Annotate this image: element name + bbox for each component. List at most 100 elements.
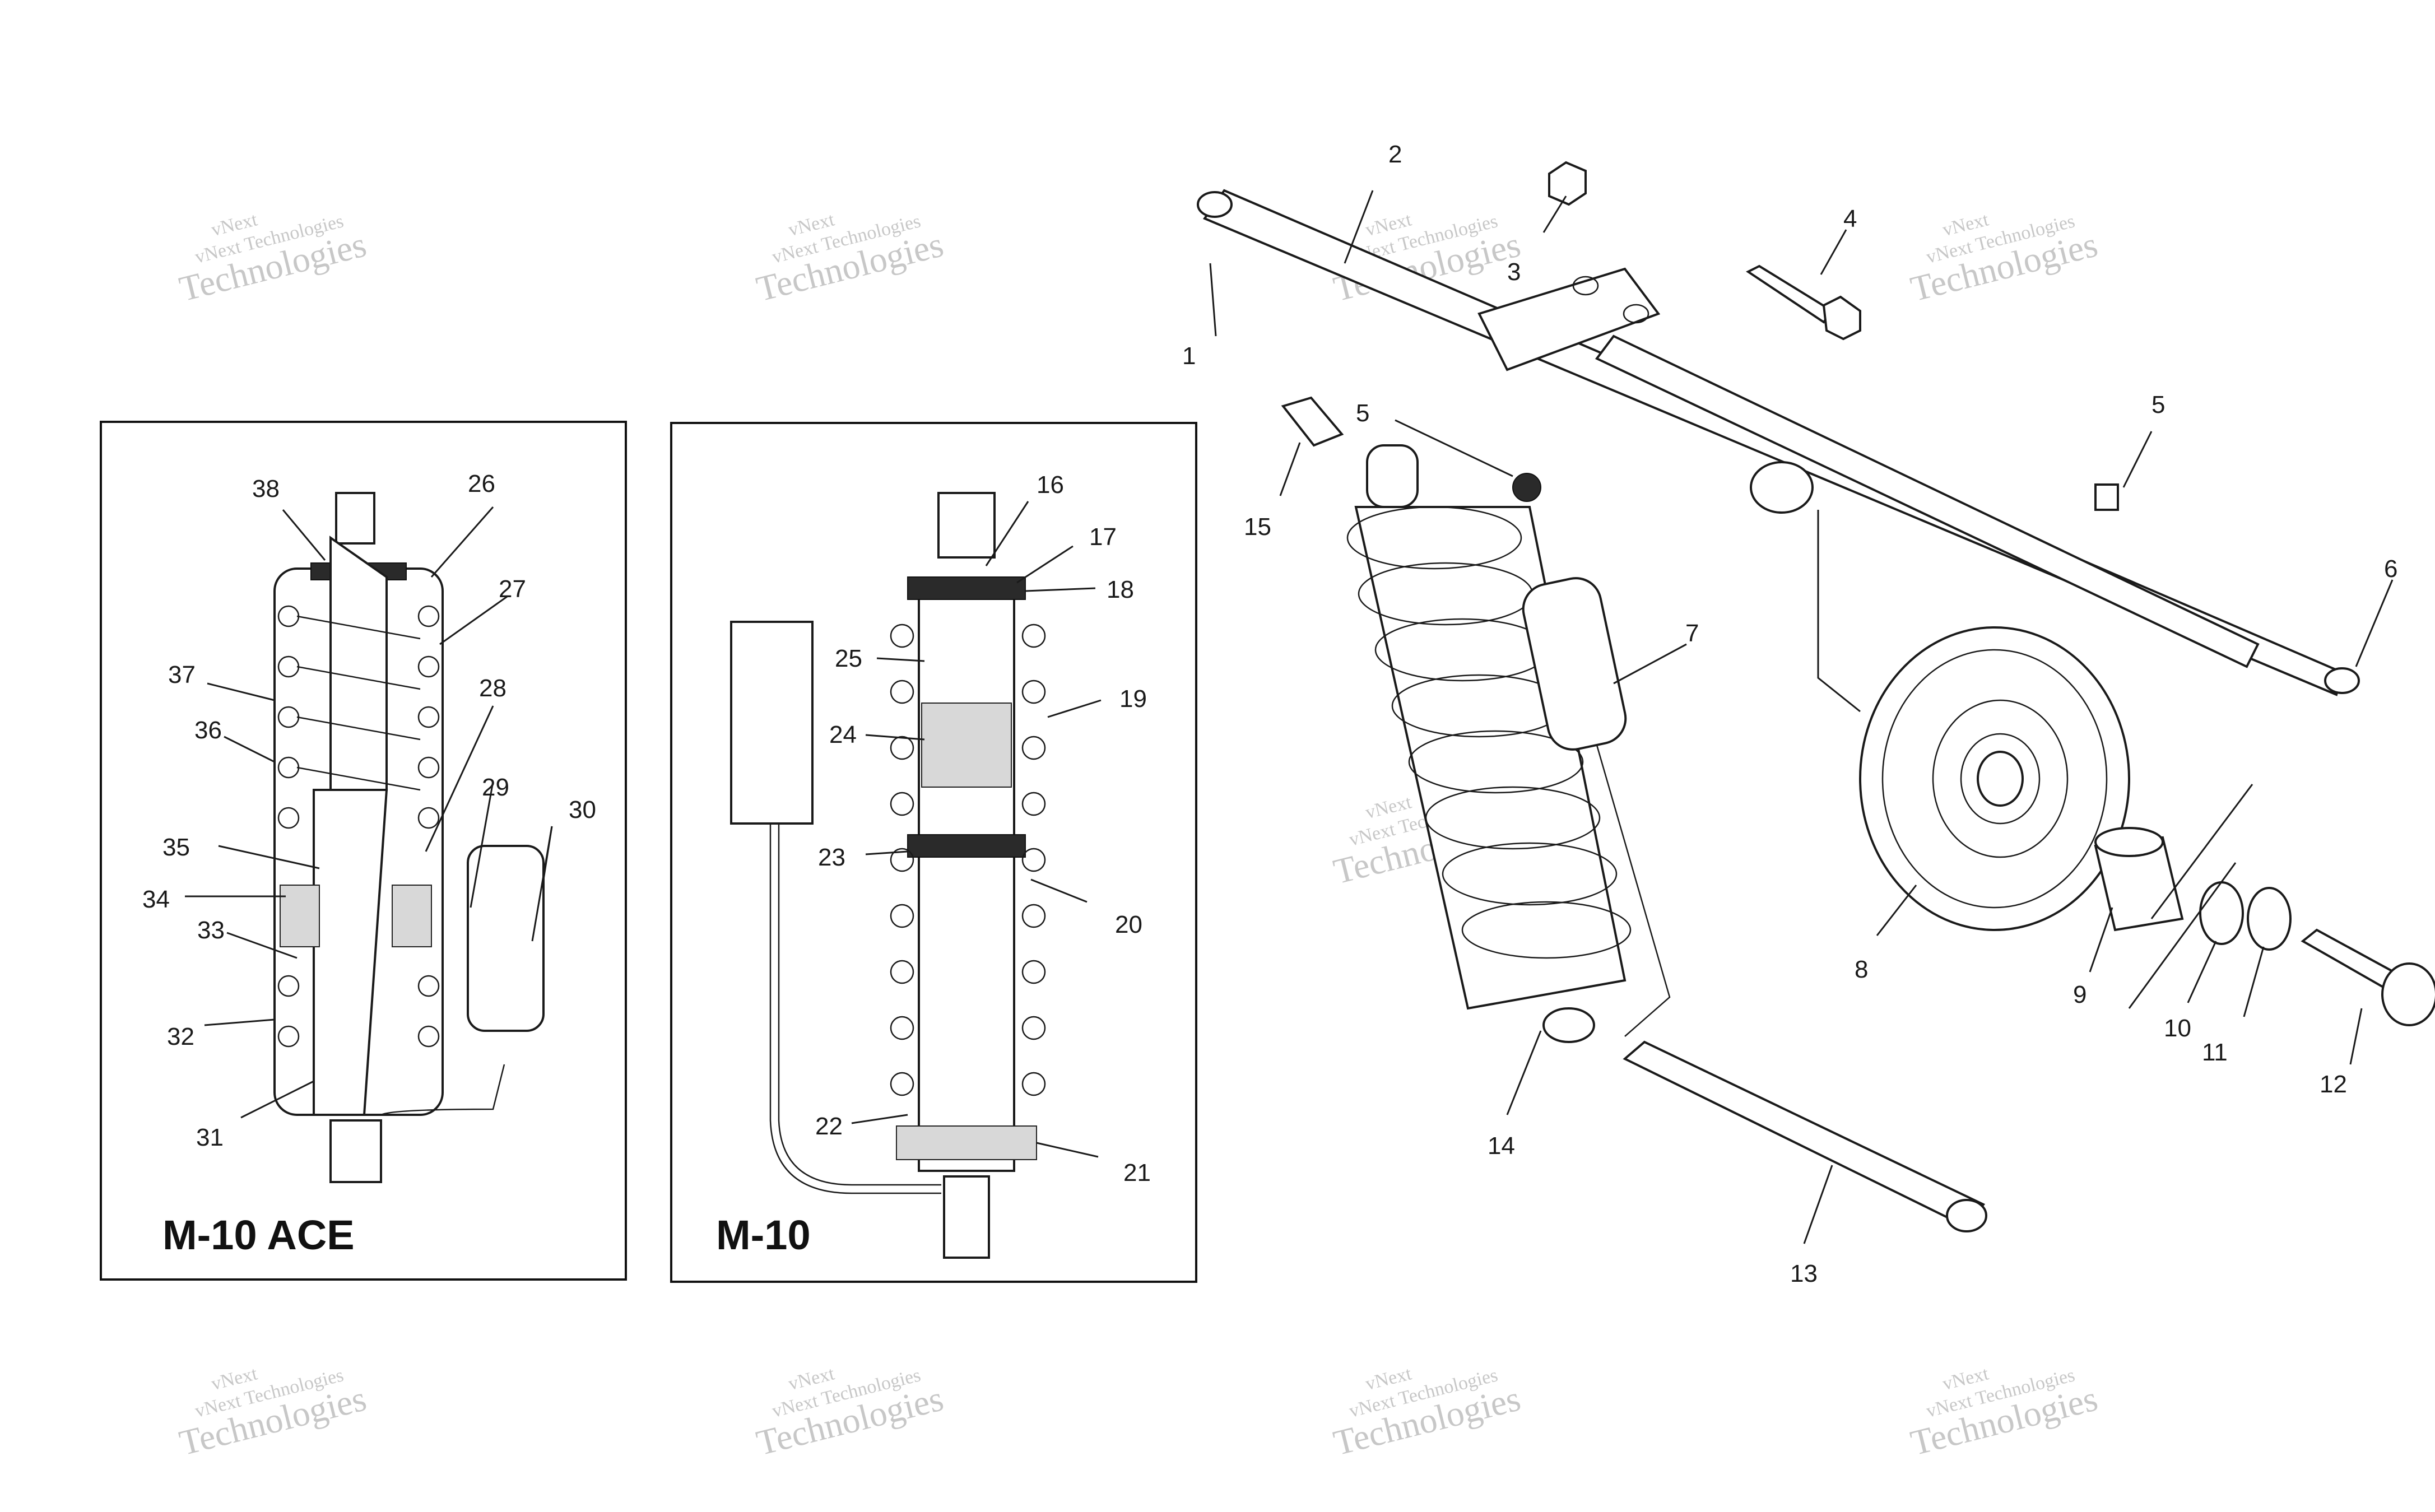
callout-36: 36 xyxy=(194,717,222,744)
washer-11 xyxy=(2247,887,2292,951)
callout-34: 34 xyxy=(142,886,170,913)
rear-arm xyxy=(1197,189,2360,696)
grease-fitting-5-left xyxy=(1512,473,1541,502)
callout-16: 16 xyxy=(1037,471,1064,499)
ace-shock-illustration xyxy=(273,492,545,1183)
callout-5-left: 5 xyxy=(1356,399,1369,427)
ace-leader-lines xyxy=(185,506,553,1119)
watermark: vNext vNext Technologies Technologies xyxy=(1907,209,2101,309)
callout-24: 24 xyxy=(829,721,857,748)
watermark: vNext vNext Technologies Technologies xyxy=(175,1363,370,1463)
panel-title-m10: M-10 xyxy=(716,1212,811,1258)
callout-38: 38 xyxy=(252,475,280,503)
ace-hose xyxy=(380,1064,505,1116)
callout-35: 35 xyxy=(162,834,190,861)
bolt-12 xyxy=(2301,928,2435,1026)
arm-end-right xyxy=(2324,667,2360,694)
m10-reservoir xyxy=(730,621,814,825)
m10-top-cap xyxy=(907,576,1026,600)
ace-body xyxy=(313,789,388,1116)
panel-m10-ace: 38 26 27 28 37 36 35 34 33 32 31 29 30 M… xyxy=(100,421,627,1281)
shock-top-eye xyxy=(1366,444,1419,508)
callout-9: 9 xyxy=(2073,981,2087,1008)
shock-hose xyxy=(1596,745,1671,1037)
callout-6: 6 xyxy=(2384,555,2397,583)
ace-top-eye xyxy=(335,492,375,545)
washer-10 xyxy=(2199,881,2244,945)
m10-hose-inner xyxy=(778,824,941,1186)
callout-7: 7 xyxy=(1685,620,1699,647)
arm-end-left xyxy=(1197,191,1233,218)
m10-mid-ring xyxy=(907,834,1026,858)
m10-shock-illustration xyxy=(730,492,1046,1259)
ace-bottom-eye xyxy=(329,1119,382,1183)
panel-title-m10-ace: M-10 ACE xyxy=(162,1212,355,1258)
callout-18: 18 xyxy=(1107,576,1134,603)
callout-25: 25 xyxy=(835,645,862,672)
callout-8: 8 xyxy=(1855,956,1868,983)
callout-10: 10 xyxy=(2164,1015,2191,1042)
callout-37: 37 xyxy=(168,661,196,688)
callout-14: 14 xyxy=(1488,1132,1515,1160)
ace-shaft xyxy=(329,536,388,791)
callout-20: 20 xyxy=(1115,911,1142,938)
callout-28: 28 xyxy=(479,674,506,702)
ace-reservoir xyxy=(467,845,545,1032)
arm-collar xyxy=(1750,461,1814,514)
callout-12: 12 xyxy=(2320,1071,2347,1098)
m10-piston xyxy=(921,703,1012,788)
grouping-lines xyxy=(1817,510,2253,1009)
bolt-4 xyxy=(1746,264,1861,341)
watermark: vNext vNext Technologies Technologies xyxy=(1330,1363,1524,1463)
watermark: vNext vNext Technologies Technologies xyxy=(752,209,947,309)
m10-bottom-eye xyxy=(943,1175,990,1259)
m10-bottom-seat xyxy=(896,1125,1037,1160)
callout-4: 4 xyxy=(1843,205,1857,232)
main-leader-lines xyxy=(1209,190,2394,1244)
ace-piston-right xyxy=(392,885,432,947)
ace-spring xyxy=(277,605,440,1048)
arm-bracket xyxy=(1477,267,1661,371)
callout-32: 32 xyxy=(167,1023,194,1050)
spacer-15 xyxy=(1281,396,1344,447)
shock-body xyxy=(1354,506,1627,1010)
m10-body xyxy=(918,581,1015,1172)
arm-tube xyxy=(1595,334,2260,668)
m10-leader-lines xyxy=(851,501,1102,1158)
callout-19: 19 xyxy=(1119,685,1147,713)
watermark: vNext vNext Technologies Technologies xyxy=(1907,1363,2101,1463)
callout-3: 3 xyxy=(1507,258,1521,286)
m10-top-eye xyxy=(937,492,996,559)
callout-2: 2 xyxy=(1388,141,1402,168)
main-assembly: 2 3 4 5 6 1 5 15 7 8 9 10 11 12 14 13 xyxy=(1182,141,2435,1287)
idler-wheel-8 xyxy=(1859,626,2130,931)
callout-5: 5 xyxy=(2151,391,2165,418)
callout-27: 27 xyxy=(499,575,526,603)
callout-1: 1 xyxy=(1182,342,1196,370)
axle-13 xyxy=(1623,1040,1987,1232)
grease-fitting-5 xyxy=(2094,483,2119,511)
callout-17: 17 xyxy=(1089,523,1117,551)
watermark: vNext vNext Technologies Technologies xyxy=(175,209,370,309)
m10-hose xyxy=(769,824,941,1194)
callout-23: 23 xyxy=(818,844,845,871)
callout-31: 31 xyxy=(196,1124,224,1151)
callout-15: 15 xyxy=(1244,513,1271,541)
ace-piston-left xyxy=(280,885,320,947)
shock-14 xyxy=(1346,444,1671,1043)
shock-reservoir-7 xyxy=(1522,577,1627,751)
callout-26: 26 xyxy=(468,470,495,497)
watermark: vNext vNext Technologies Technologies xyxy=(752,1363,947,1463)
bushing-9 xyxy=(2094,827,2184,932)
callout-29: 29 xyxy=(482,774,509,801)
callout-13: 13 xyxy=(1790,1260,1818,1287)
m10-spring xyxy=(890,624,1046,1096)
callout-30: 30 xyxy=(569,796,596,824)
callout-21: 21 xyxy=(1123,1159,1151,1187)
callout-11: 11 xyxy=(2202,1039,2228,1066)
shock-bottom-eye xyxy=(1542,1007,1595,1043)
callout-22: 22 xyxy=(815,1113,843,1140)
nut-3 xyxy=(1548,161,1587,206)
panel-m10: 16 17 18 19 25 24 23 20 22 21 M-10 xyxy=(670,422,1197,1283)
